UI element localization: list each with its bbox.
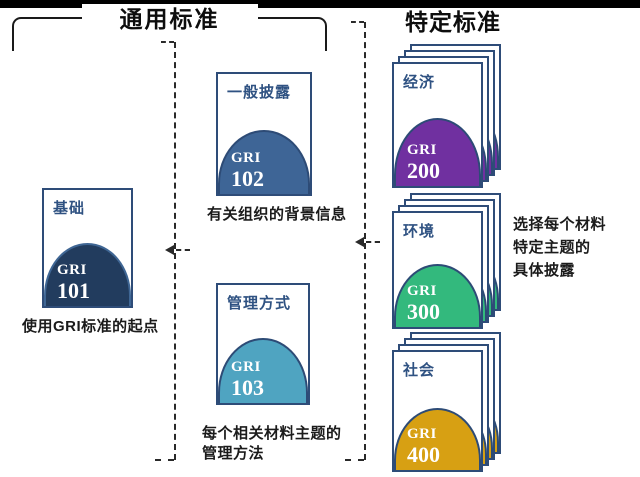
gri-103-card: 管理方式 GRI 103 xyxy=(216,283,310,405)
gri-102-tab-label: 一般披露 xyxy=(227,84,292,101)
gri-102-caption: 有关组织的背景信息 xyxy=(207,206,347,223)
gri-300-dome: GRI 300 xyxy=(394,264,481,327)
gri-300-front-card: 环境 GRI 300 xyxy=(392,211,483,329)
gri-400-stack: 社会 GRI 400 xyxy=(392,332,501,472)
gri-103-tab-label: 管理方式 xyxy=(227,295,292,312)
gri-300-number: 300 xyxy=(407,299,440,324)
universal-arrow-dash xyxy=(176,249,190,251)
gri-200-number: 200 xyxy=(407,158,440,183)
gri-200-dome: GRI 200 xyxy=(394,118,481,186)
gri-400-dome: GRI 400 xyxy=(394,408,481,470)
gri-101-dome: GRI 101 xyxy=(44,243,131,306)
gri-200-stack: 经济 GRI 200 xyxy=(392,44,501,188)
universal-standards-title: 通用标准 xyxy=(81,4,258,34)
gri-300-org: GRI xyxy=(407,283,437,299)
gri-300-wordmark: GRI 300 xyxy=(407,283,440,324)
topic-dashed-connector xyxy=(364,22,366,460)
gri-102-org: GRI xyxy=(231,150,261,166)
universal-left-arrow-icon xyxy=(165,245,174,255)
topic-selection-note: 选择每个材料 特定主题的 具体披露 xyxy=(513,216,607,279)
gri-300-tab-label: 环境 xyxy=(403,223,436,240)
gri-400-wordmark: GRI 400 xyxy=(407,426,440,467)
gri-103-org: GRI xyxy=(231,359,261,375)
gri-101-org: GRI xyxy=(57,262,87,278)
topic-dashed-bottom-hook xyxy=(345,459,364,461)
topic-arrow-dash xyxy=(366,241,380,243)
gri-200-tab-label: 经济 xyxy=(403,74,436,91)
gri-103-dome: GRI 103 xyxy=(218,338,308,403)
universal-standards-bracket: 通用标准 xyxy=(12,4,327,51)
gri-103-number: 103 xyxy=(231,375,264,400)
topic-standards-title: 特定标准 xyxy=(405,9,501,35)
gri-102-dome: GRI 102 xyxy=(218,130,310,194)
universal-dashed-bottom-hook xyxy=(155,459,174,461)
gri-400-tab-label: 社会 xyxy=(403,362,436,379)
gri-101-wordmark: GRI 101 xyxy=(57,262,90,303)
gri-102-card: 一般披露 GRI 102 xyxy=(216,72,312,196)
top-border-bar xyxy=(0,0,640,8)
universal-dashed-connector xyxy=(174,42,176,460)
gri-103-caption: 每个相关材料主题的 管理方法 xyxy=(202,425,342,462)
gri-101-card: 基础 GRI 101 xyxy=(42,188,133,308)
gri-101-caption: 使用GRI标准的起点 xyxy=(22,318,159,335)
gri-200-front-card: 经济 GRI 200 xyxy=(392,62,483,188)
topic-dashed-top-hook xyxy=(351,21,364,23)
gri-102-number: 102 xyxy=(231,166,264,191)
gri-300-stack: 环境 GRI 300 xyxy=(392,193,501,329)
gri-101-tab-label: 基础 xyxy=(53,200,86,217)
gri-400-number: 400 xyxy=(407,442,440,467)
gri-400-org: GRI xyxy=(407,426,437,442)
gri-103-wordmark: GRI 103 xyxy=(231,359,264,400)
gri-101-number: 101 xyxy=(57,278,90,303)
topic-left-arrow-icon xyxy=(355,237,364,247)
gri-400-front-card: 社会 GRI 400 xyxy=(392,350,483,472)
gri-200-wordmark: GRI 200 xyxy=(407,142,440,183)
gri-200-org: GRI xyxy=(407,142,437,158)
gri-102-wordmark: GRI 102 xyxy=(231,150,264,191)
universal-dashed-top-hook xyxy=(161,41,174,43)
